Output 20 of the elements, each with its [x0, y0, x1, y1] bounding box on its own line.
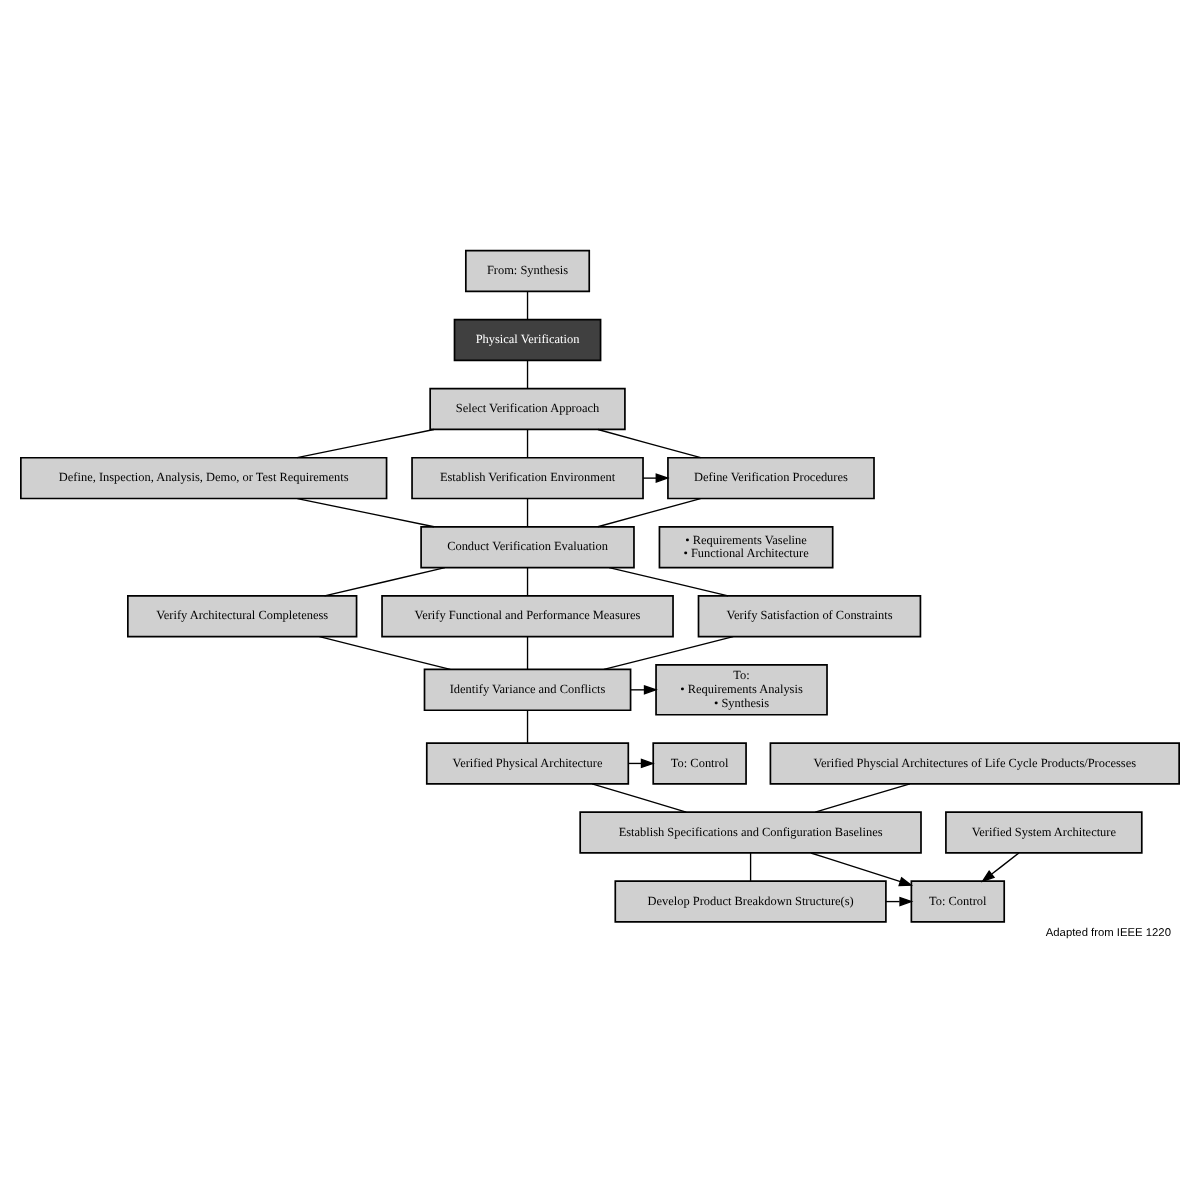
connector	[526, 427, 529, 458]
connector	[526, 635, 529, 669]
connector	[296, 496, 435, 527]
connector	[603, 635, 734, 670]
connector	[526, 289, 529, 319]
connector	[597, 496, 702, 527]
connector	[526, 496, 529, 527]
arrow	[642, 472, 670, 483]
arrow	[810, 851, 914, 886]
connector	[296, 427, 435, 458]
connector	[597, 427, 702, 458]
connector	[318, 635, 451, 670]
arrow	[630, 683, 658, 694]
arrow	[981, 851, 1020, 882]
connector	[608, 565, 729, 596]
connector	[526, 708, 529, 743]
connector	[526, 358, 529, 389]
connector	[526, 565, 529, 596]
connector	[323, 565, 446, 596]
connector	[749, 851, 752, 881]
